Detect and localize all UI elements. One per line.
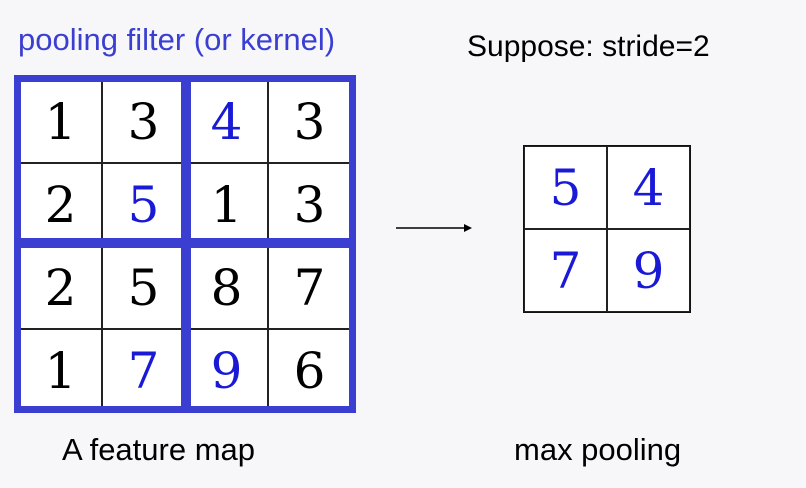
feature-map-label: A feature map bbox=[62, 432, 256, 467]
arrow-right-icon bbox=[396, 224, 472, 232]
stride-assumption: Suppose: stride=2 bbox=[467, 30, 710, 63]
feature-cell-2-1: 5 bbox=[102, 246, 185, 329]
feature-cell-0-1: 3 bbox=[102, 80, 185, 163]
pooled-cell-1-0: 7 bbox=[524, 229, 607, 312]
pooling-window-top-right bbox=[184, 75, 356, 245]
feature-cell-1-3: 3 bbox=[268, 163, 351, 246]
pooling-window-bottom-right bbox=[184, 241, 356, 413]
feature-cell-1-2: 1 bbox=[185, 163, 268, 246]
pooled-cell-0-0: 5 bbox=[524, 146, 607, 229]
pooling-window-top-left bbox=[14, 75, 188, 245]
pooling-filter-caption: pooling filter (or kernel) bbox=[18, 22, 336, 57]
pooled-cell-1-1: 9 bbox=[607, 229, 690, 312]
pooling-window-bottom-left bbox=[14, 241, 188, 413]
pooled-cell-0-1: 4 bbox=[607, 146, 690, 229]
max-pooling-label: max pooling bbox=[514, 432, 682, 467]
